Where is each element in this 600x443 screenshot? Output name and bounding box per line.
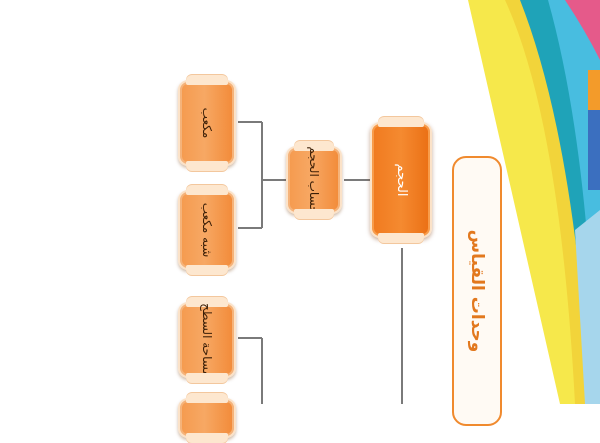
branch-node-label: حساب الحجم [307, 146, 321, 214]
root-node-label: الحجم [394, 163, 409, 197]
leaf-node-cuboid[interactable]: شبه مكعب [178, 185, 236, 275]
diagram-title-box: وحدات القياس [452, 156, 502, 426]
branch-node[interactable]: حساب الحجم [286, 141, 342, 219]
leaf-node-label: شبه مكعب [200, 202, 214, 258]
diagram-title: وحدات القياس [467, 229, 487, 353]
corner-decoration [468, 0, 600, 404]
diagram-canvas: الحجم حساب الحجم مكعب شبه مكعب مساحة الس… [178, 0, 600, 443]
root-node[interactable]: الحجم [370, 117, 432, 243]
leaf-node-partial[interactable] [178, 393, 236, 443]
leaf-node-surface-area[interactable]: مساحة السطح [178, 297, 236, 383]
leaf-node-label: مساحة السطح [200, 303, 214, 377]
leaf-node-cube[interactable]: مكعب [178, 75, 236, 171]
leaf-node-label: مكعب [200, 107, 214, 139]
connector-lines [238, 121, 403, 404]
